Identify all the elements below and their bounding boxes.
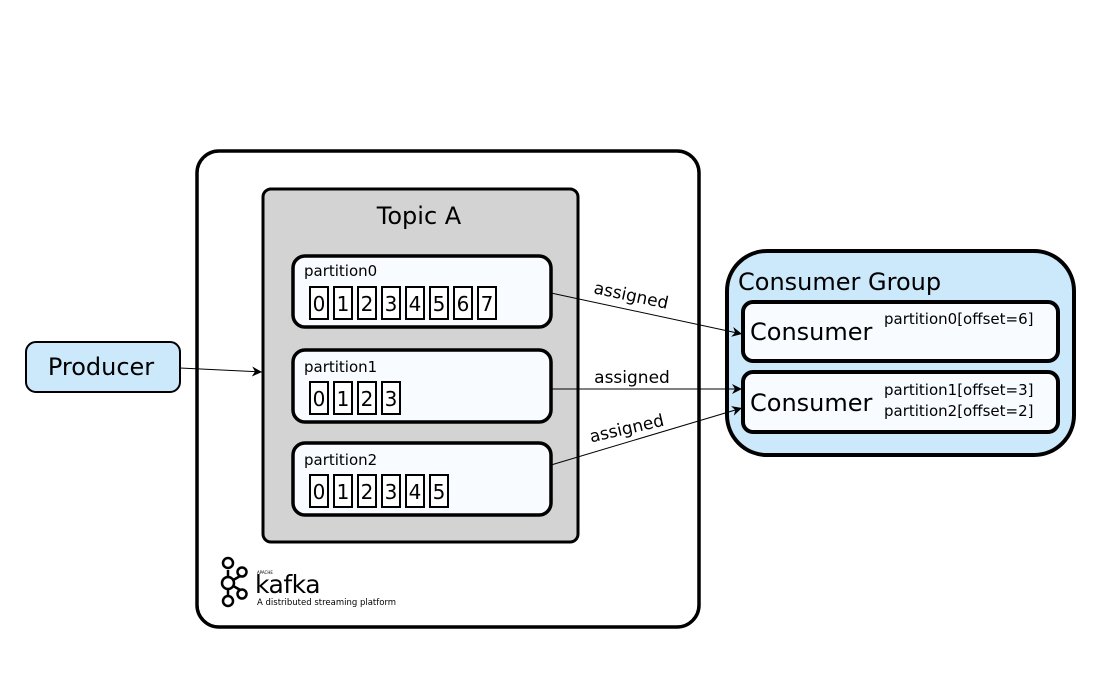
kafka-logo-name: kafka [255,570,320,599]
offset-cell [381,381,401,415]
producer-label: Producer [48,353,154,381]
assignment-arrow-partition2 [550,406,743,466]
offset-label: 4 [409,292,422,316]
offset-label: 0 [313,480,326,504]
offset-label: 5 [433,292,446,316]
offset-label: 5 [433,480,446,504]
offset-label: 3 [385,480,398,504]
topic-title: Topic A [376,202,462,230]
offset-label: 3 [385,292,398,316]
offset-cell [357,381,377,415]
offset-cell [429,286,449,320]
offset-label: 6 [457,292,470,316]
offset-cell [405,474,425,508]
partition-label: partition1 [304,358,377,376]
consumer-assignment: partition2[offset=2] [884,402,1033,420]
kafka-logo: APACHE kafka A distributed streaming pla… [220,556,396,608]
consumer-box [741,370,1060,434]
consumer-1: Consumer partition0[offset=6] [741,300,1060,363]
offset-cell [357,474,377,508]
consumer-box [741,300,1060,363]
offset-cell [429,474,449,508]
assignment-label: assigned [594,368,670,388]
offset-cell [477,286,497,320]
offset-label: 4 [409,480,422,504]
offset-label: 0 [313,387,326,411]
offset-cell [381,474,401,508]
offset-label: 1 [337,292,350,316]
offset-label: 2 [361,480,374,504]
offset-label: 3 [385,387,398,411]
offset-cell [453,286,473,320]
producer-box [25,341,181,393]
consumer-group-title: Consumer Group [738,268,941,296]
offset-label: 1 [337,387,350,411]
offset-cell [333,474,353,508]
offset-label: 0 [313,292,326,316]
offset-label: 2 [361,387,374,411]
kafka-mark-icon [220,556,248,608]
offset-cell [357,286,377,320]
offset-cell [309,474,329,508]
kafka-logo-apache: APACHE [257,570,273,575]
offset-label: 1 [337,480,350,504]
consumer-label: Consumer [750,318,873,346]
consumer-label: Consumer [750,389,873,417]
offset-cell [309,286,329,320]
producer-to-topic-arrow [179,366,263,377]
offset-cell [333,286,353,320]
assignment-arrow-partition0 [550,292,743,337]
offset-cell [309,381,329,415]
offset-cell [381,286,401,320]
kafka-logo-tagline: A distributed streaming platform [257,598,396,608]
offset-label: 2 [361,292,374,316]
consumer-assignment: partition0[offset=6] [884,310,1033,328]
partition-label: partition2 [304,451,377,469]
offset-label: 7 [481,292,494,316]
offset-cell [405,286,425,320]
consumer-2: Consumer partition1[offset=3] partition2… [741,370,1060,434]
consumer-assignment: partition1[offset=3] [884,381,1033,399]
partition-label: partition0 [304,262,377,280]
offset-cell [333,381,353,415]
